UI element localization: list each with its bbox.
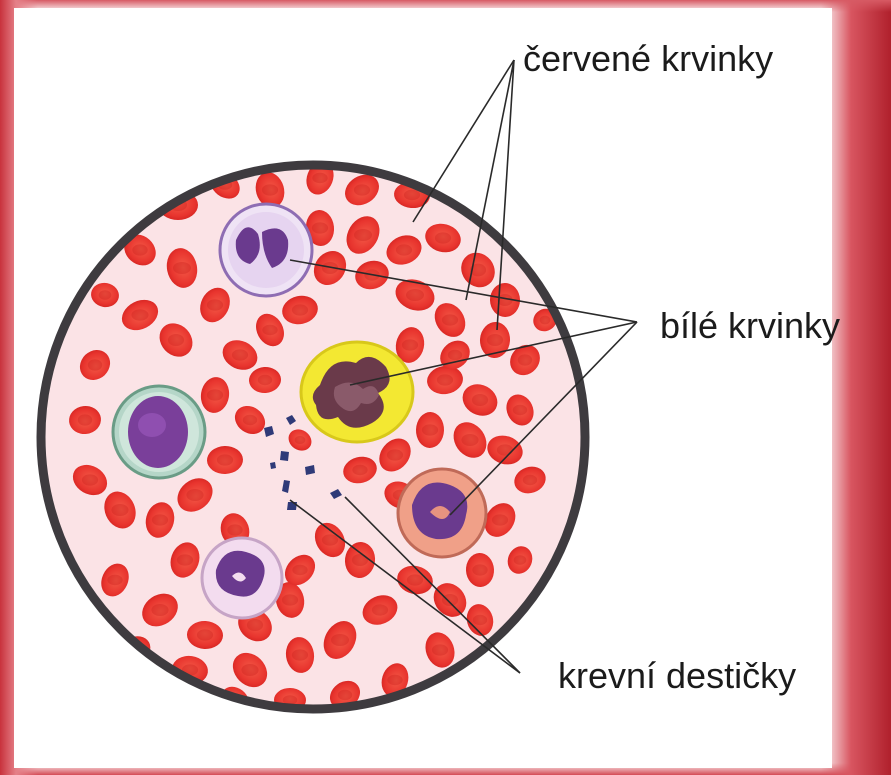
red-blood-cell-center (292, 649, 308, 660)
red-blood-cell-center (111, 504, 128, 516)
red-blood-cell-center (186, 489, 203, 501)
red-blood-cell-center (99, 290, 112, 300)
red-blood-cell-center (227, 524, 242, 535)
red-blood-cell-center (151, 604, 168, 616)
red-blood-cell-center (513, 405, 527, 415)
red-blood-cell-center (396, 244, 412, 255)
red-blood-cell-center (78, 414, 92, 425)
red-blood-cell-center (448, 350, 462, 360)
red-blood-cell-center (404, 190, 420, 200)
red-blood-cell-center (338, 690, 352, 700)
red-blood-cell-center (472, 394, 488, 406)
red-blood-cell-center (207, 299, 223, 310)
red-blood-cell-center (262, 325, 277, 335)
label-red-blood-cells: červené krvinky (523, 38, 773, 80)
red-blood-cell-center (472, 564, 487, 575)
red-blood-cell-center (387, 675, 402, 685)
red-blood-cell-center (207, 389, 223, 400)
red-blood-cell-center (177, 554, 193, 565)
red-blood-cell-center (352, 554, 368, 566)
red-blood-cell-center (217, 454, 233, 465)
red-blood-cell-center (406, 289, 424, 301)
red-blood-cell-center (197, 629, 213, 640)
red-blood-cell-center (131, 309, 148, 320)
label-white-blood-cells: bílé krvinky (660, 305, 840, 347)
red-blood-cell-center (331, 634, 349, 646)
white-cell-neutrophil-yellow (301, 342, 413, 442)
red-blood-cell-center (432, 644, 448, 655)
white-cell-lymphocyte-left (113, 386, 205, 478)
red-blood-cell-center (292, 565, 307, 575)
red-blood-cell-center (247, 619, 263, 631)
red-blood-cell-center (514, 555, 527, 565)
red-blood-cell-center (295, 436, 306, 444)
red-blood-cell-center (473, 615, 487, 625)
red-blood-cell-center (173, 262, 191, 274)
red-blood-cell-center (241, 664, 258, 676)
label-platelets: krevní destičky (558, 655, 796, 697)
red-blood-cell-center (88, 359, 102, 370)
red-blood-cell-center (518, 354, 532, 365)
red-blood-cell-center (372, 604, 388, 615)
red-blood-cell-center (258, 375, 272, 385)
red-blood-cell-center (492, 514, 508, 525)
red-blood-cell-center (232, 349, 248, 360)
red-blood-cell-center (168, 334, 184, 346)
red-blood-cell-center (422, 424, 438, 435)
red-blood-cell-center (407, 574, 423, 585)
red-blood-cell-center (152, 514, 168, 525)
red-blood-cell-center (523, 475, 537, 485)
red-blood-cell-center (354, 184, 370, 195)
red-blood-cell-center (461, 434, 478, 446)
red-blood-cell-center (322, 534, 338, 545)
red-blood-cell-center (292, 304, 308, 315)
red-blood-cell-center (132, 244, 147, 255)
red-blood-cell-center (107, 575, 122, 585)
red-blood-cell-center (442, 314, 458, 325)
red-blood-cell-center (487, 334, 503, 346)
red-blood-cell-center (82, 474, 98, 485)
red-blood-cell-center (497, 444, 513, 455)
red-blood-cell-center (243, 415, 257, 425)
red-blood-cell-center (312, 173, 327, 183)
red-blood-cell-center (354, 229, 372, 241)
red-blood-cell-center (262, 184, 278, 195)
white-cell-eosinophil-top (220, 204, 312, 296)
red-blood-cell-center (435, 232, 451, 243)
red-blood-cell-center (540, 316, 551, 325)
white-cell-basophil-bottom (202, 538, 282, 618)
red-blood-cell-center (312, 222, 328, 233)
red-blood-cell-center (387, 449, 403, 460)
red-blood-cell-center (437, 374, 453, 385)
white-cell-monocyte-right (398, 469, 486, 557)
red-blood-cell-center (402, 339, 418, 350)
red-blood-cell-center (352, 465, 367, 475)
red-blood-cell-center (282, 594, 298, 605)
